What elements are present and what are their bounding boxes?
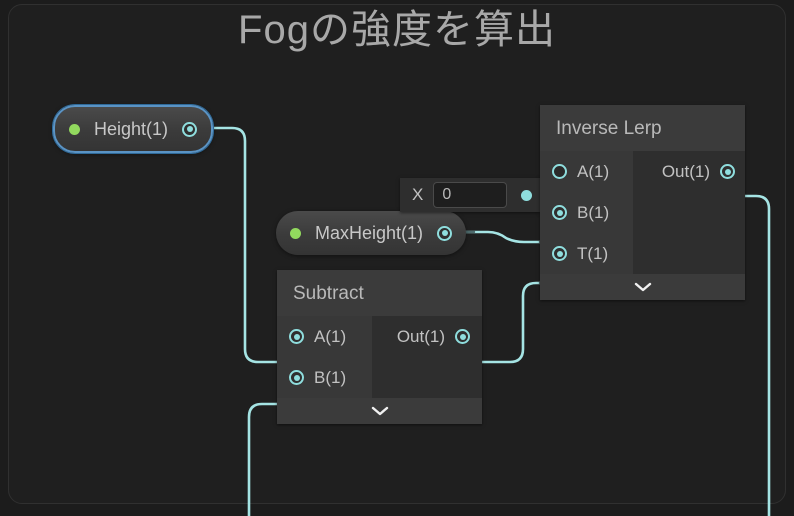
group-title: Fogの強度を算出 — [238, 8, 556, 52]
node-maxheight-label: MaxHeight(1) — [315, 222, 424, 243]
x-value-input[interactable] — [433, 182, 508, 208]
inverse-lerp-port-out[interactable] — [720, 164, 735, 179]
inverse-lerp-input-t[interactable]: T(1) — [540, 233, 633, 274]
subtract-input-column: A(1) B(1) — [277, 316, 372, 398]
inverse-lerp-port-b[interactable] — [552, 205, 567, 220]
inverse-lerp-input-a[interactable]: A(1) — [540, 151, 633, 192]
node-x-value[interactable]: X — [400, 178, 541, 212]
inverse-lerp-output-column: Out(1) — [633, 151, 745, 274]
node-height-property[interactable]: Height(1) — [53, 105, 214, 153]
chevron-down-icon — [634, 282, 651, 292]
inverse-lerp-expander[interactable] — [540, 274, 745, 300]
subtract-input-a-label: A(1) — [314, 326, 347, 346]
inverse-lerp-output-out[interactable]: Out(1) — [633, 151, 745, 192]
subtract-input-b-label: B(1) — [314, 367, 347, 387]
inverse-lerp-port-t[interactable] — [552, 246, 567, 261]
subtract-title: Subtract — [277, 270, 482, 316]
chevron-down-icon — [371, 406, 388, 416]
x-output-port-wrap — [521, 189, 533, 201]
subtract-port-out[interactable] — [455, 329, 470, 344]
inverse-lerp-input-a-label: A(1) — [577, 161, 610, 181]
property-type-dot — [69, 123, 80, 135]
property-type-dot — [290, 227, 301, 239]
inverse-lerp-body: A(1) B(1) T(1) Out(1) — [540, 151, 745, 274]
inverse-lerp-title: Inverse Lerp — [540, 105, 745, 151]
inverse-lerp-input-column: A(1) B(1) T(1) — [540, 151, 633, 274]
node-height-label: Height(1) — [94, 118, 169, 139]
node-maxheight-property[interactable]: MaxHeight(1) — [276, 211, 467, 255]
node-subtract[interactable]: Subtract A(1) B(1) Out(1) — [277, 270, 482, 424]
x-output-port[interactable] — [521, 189, 533, 201]
subtract-output-out[interactable]: Out(1) — [372, 316, 482, 357]
subtract-output-label: Out(1) — [396, 326, 445, 346]
subtract-output-column: Out(1) — [372, 316, 482, 398]
inverse-lerp-input-b-label: B(1) — [577, 202, 610, 222]
subtract-expander[interactable] — [277, 398, 482, 424]
inverse-lerp-port-a[interactable] — [552, 164, 567, 179]
subtract-input-a[interactable]: A(1) — [277, 316, 372, 357]
subtract-input-b[interactable]: B(1) — [277, 357, 372, 398]
maxheight-output-port[interactable] — [437, 225, 453, 241]
inverse-lerp-input-t-label: T(1) — [577, 243, 609, 263]
height-output-port[interactable] — [182, 121, 198, 137]
node-inverse-lerp[interactable]: Inverse Lerp A(1) B(1) T(1) — [540, 105, 745, 300]
subtract-body: A(1) B(1) Out(1) — [277, 316, 482, 398]
x-value-label: X — [412, 185, 424, 204]
inverse-lerp-input-b[interactable]: B(1) — [540, 192, 633, 233]
subtract-port-b[interactable] — [289, 370, 304, 385]
subtract-port-a[interactable] — [289, 329, 304, 344]
inverse-lerp-output-label: Out(1) — [661, 161, 710, 181]
